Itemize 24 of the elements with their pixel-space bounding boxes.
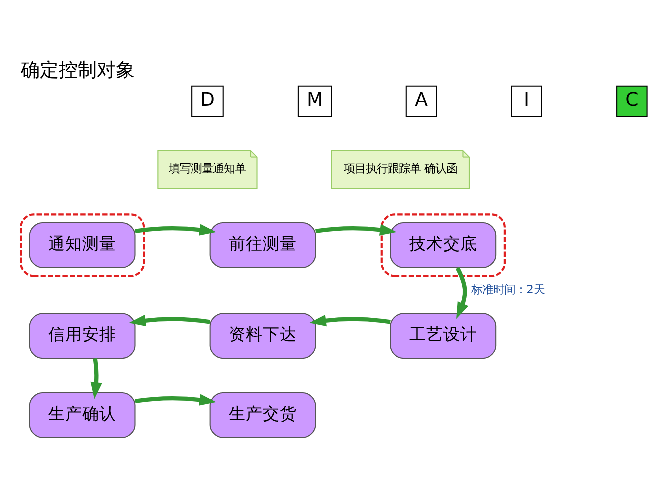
diagram-title: 确定控制对象 [20, 60, 135, 82]
arrow [129, 315, 210, 327]
node-box: 生产确认 [29, 392, 136, 438]
node-box: 技术交底 [390, 222, 497, 268]
node-box: A [406, 86, 438, 118]
arrow [90, 358, 102, 400]
node-box: 通知测量 [29, 222, 136, 268]
arrow [456, 267, 469, 320]
node-box: 工艺设计 [390, 313, 497, 360]
node-box: 信用安排 [29, 313, 136, 360]
arrow [310, 314, 391, 327]
arrow [135, 394, 216, 406]
arrow [135, 224, 216, 236]
arrow [316, 224, 397, 236]
cluster [380, 214, 506, 278]
node-box: C [616, 86, 648, 118]
node-box: D [192, 86, 224, 118]
cluster [20, 214, 146, 278]
node-box: M [298, 86, 332, 118]
edge-label: 标准时间：2天 [472, 282, 545, 297]
node-box: I [511, 86, 542, 118]
node-box: 前往测量 [210, 222, 316, 268]
node-box: 生产交货 [210, 392, 316, 438]
node-box: 资料下达 [210, 313, 316, 360]
